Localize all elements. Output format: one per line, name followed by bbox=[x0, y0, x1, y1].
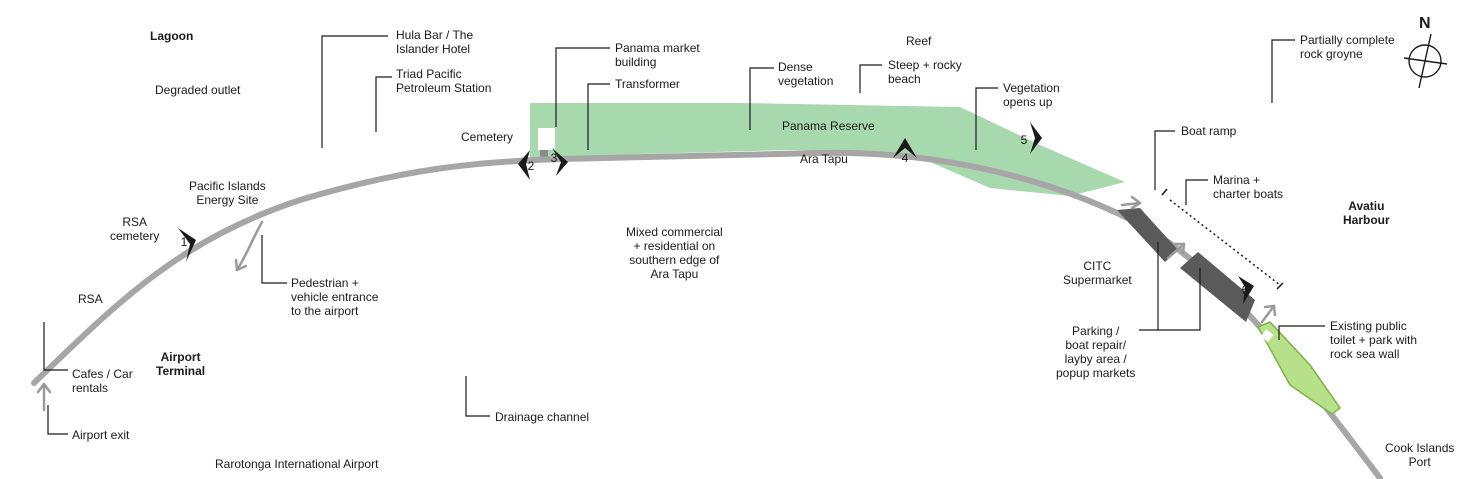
label-rsa-cemetery: RSA cemetery bbox=[110, 215, 160, 243]
viewpoint-2-chevron bbox=[518, 150, 530, 180]
public-park-area bbox=[1256, 321, 1342, 415]
viewpoint-markers bbox=[178, 122, 1254, 304]
compass-north-label: N bbox=[1419, 15, 1431, 32]
arrow-harbour-head bbox=[1130, 195, 1142, 210]
arrow-park-head bbox=[1263, 304, 1277, 317]
leader-hula-bar bbox=[321, 35, 388, 148]
arrow-harbour bbox=[1120, 201, 1142, 207]
label-parking: Parking / boat repair/ layby area / popu… bbox=[1056, 324, 1136, 380]
viewpoint-1: 1 bbox=[181, 235, 188, 249]
label-rarotonga-airport: Rarotonga International Airport bbox=[215, 457, 379, 471]
direction-arrows bbox=[36, 195, 1277, 412]
leader-airport-exit bbox=[47, 405, 68, 435]
compass-crossbar bbox=[1403, 57, 1448, 65]
parking-area-2 bbox=[1180, 252, 1255, 322]
leader-triad bbox=[375, 76, 392, 132]
transformer-box bbox=[540, 150, 548, 158]
label-steep-beach: Steep + rocky beach bbox=[888, 58, 962, 86]
leader-public-toilet bbox=[1278, 325, 1325, 340]
leader-lines bbox=[43, 35, 1325, 435]
arrow-parking-head bbox=[1173, 242, 1186, 255]
compass-circle bbox=[1408, 44, 1442, 78]
label-reef: Reef bbox=[906, 34, 932, 48]
label-public-toilet: Existing public toilet + park with rock … bbox=[1330, 319, 1418, 361]
label-avatiu-harbour: Avatiu Harbour bbox=[1343, 199, 1390, 227]
label-rock-groyne: Partially complete rock groyne bbox=[1300, 33, 1395, 61]
leader-cafes bbox=[43, 322, 68, 371]
arrow-parking bbox=[1166, 242, 1186, 260]
arrow-park bbox=[1260, 304, 1276, 324]
parking-area-1 bbox=[1117, 208, 1178, 262]
leader-dense-veg bbox=[749, 67, 774, 130]
viewpoint-5-chevron bbox=[1030, 122, 1042, 154]
leader-transformer bbox=[587, 83, 610, 150]
viewpoint-6-chevron bbox=[1238, 276, 1254, 304]
label-dense-vegetation: Dense vegetation bbox=[778, 60, 834, 88]
viewpoint-6: 6 bbox=[1242, 283, 1249, 297]
label-ara-tapu: Ara Tapu bbox=[800, 152, 848, 166]
label-cook-islands-port: Cook Islands Port bbox=[1385, 441, 1455, 469]
label-airport-terminal: Airport Terminal bbox=[156, 350, 206, 378]
leader-panama-market bbox=[555, 47, 610, 127]
label-cafes: Cafes / Car rentals bbox=[72, 367, 133, 395]
arrow-entrance-head bbox=[234, 258, 248, 272]
viewpoint-3: 3 bbox=[551, 151, 558, 165]
viewpoint-2: 2 bbox=[528, 159, 535, 173]
panama-market-building bbox=[538, 128, 555, 150]
label-triad: Triad Pacific Petroleum Station bbox=[396, 67, 492, 95]
compass-rose bbox=[1403, 33, 1448, 89]
label-pedestrian: Pedestrian + vehicle entrance to the air… bbox=[291, 276, 379, 318]
label-marina: Marina + charter boats bbox=[1213, 173, 1284, 201]
label-lagoon: Lagoon bbox=[150, 29, 194, 43]
leader-steep-beach bbox=[859, 64, 882, 93]
label-airport-exit: Airport exit bbox=[72, 428, 130, 442]
label-pacific-energy: Pacific Islands Energy Site bbox=[189, 179, 266, 207]
marina-line bbox=[1169, 199, 1281, 286]
viewpoint-5: 5 bbox=[1021, 133, 1028, 147]
leader-parking bbox=[1139, 268, 1201, 331]
viewpoint-4: 4 bbox=[902, 151, 909, 165]
leader-rock-groyne bbox=[1271, 39, 1295, 103]
label-panama-reserve: Panama Reserve bbox=[782, 119, 875, 133]
arrow-entrance bbox=[235, 220, 264, 272]
label-vegetation-opens: Vegetation opens up bbox=[1003, 81, 1060, 109]
marina-tick-2 bbox=[1276, 282, 1284, 290]
label-transformer: Transformer bbox=[615, 77, 680, 91]
leader-boat-ramp bbox=[1154, 130, 1175, 190]
arrow-airport-exit-head bbox=[36, 382, 52, 394]
label-citc: CITC Supermarket bbox=[1063, 259, 1132, 287]
label-rsa: RSA bbox=[78, 292, 103, 306]
viewpoint-4-chevron bbox=[893, 138, 917, 158]
leader-drainage bbox=[465, 376, 490, 417]
label-hula-bar: Hula Bar / The Islander Hotel bbox=[396, 28, 474, 56]
leader-pedestrian bbox=[261, 235, 287, 284]
viewpoint-3-chevron bbox=[552, 148, 568, 176]
marina-tick-1 bbox=[1161, 188, 1168, 196]
label-mixed-commercial: Mixed commercial + residential on southe… bbox=[626, 225, 723, 281]
label-boat-ramp: Boat ramp bbox=[1181, 124, 1237, 138]
viewpoint-1-chevron bbox=[178, 228, 196, 262]
leader-marina bbox=[1185, 179, 1208, 205]
viewpoint-numbers: 1 2 3 4 5 6 bbox=[181, 133, 1249, 297]
leader-veg-opens bbox=[975, 87, 998, 150]
label-cemetery: Cemetery bbox=[461, 130, 514, 144]
public-toilet bbox=[1260, 329, 1274, 343]
label-panama-market: Panama market building bbox=[615, 41, 700, 69]
label-degraded-outlet: Degraded outlet bbox=[155, 83, 241, 97]
label-drainage: Drainage channel bbox=[495, 410, 590, 424]
